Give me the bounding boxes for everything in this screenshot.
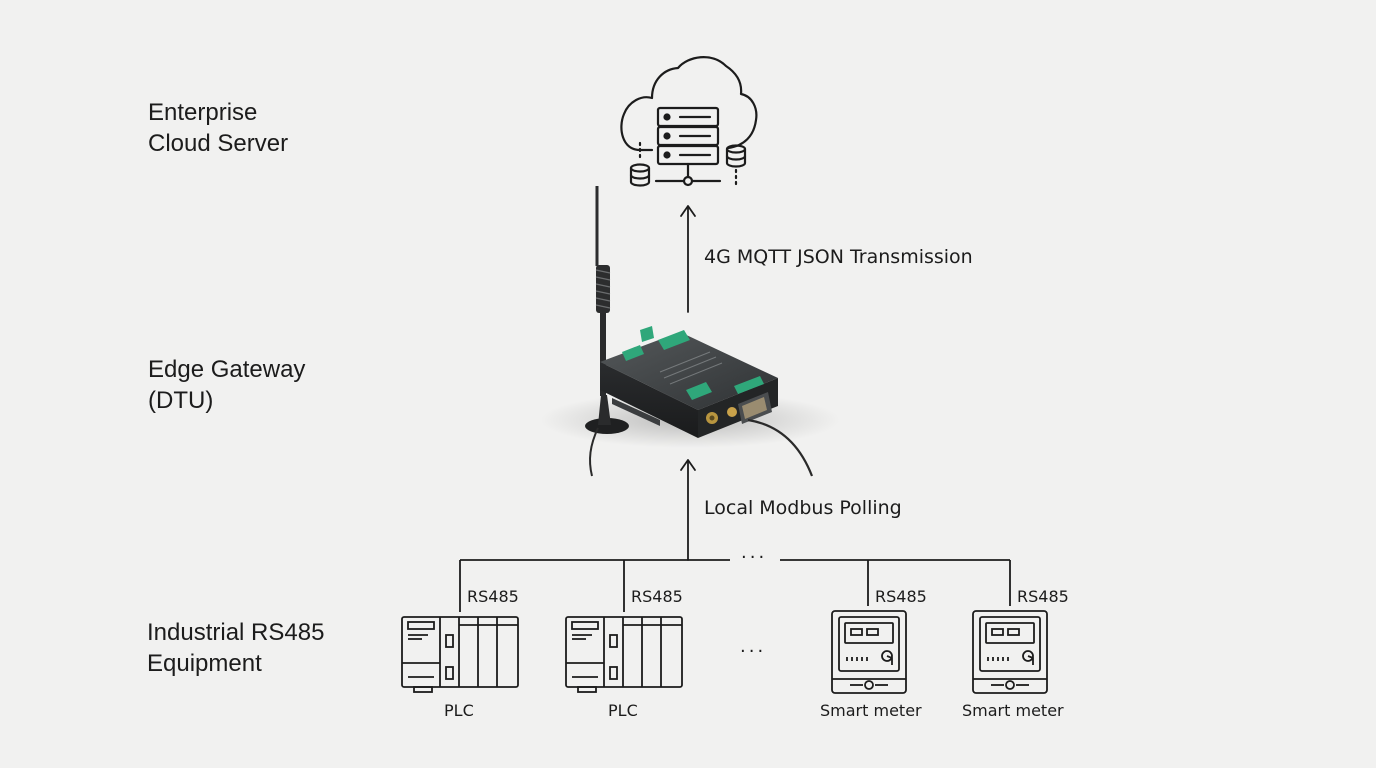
smart-meter-icon (831, 610, 907, 694)
sma-connector-icon (706, 407, 737, 424)
cloud-outline-icon (620, 56, 758, 152)
rs485-label: RS485 (875, 587, 927, 606)
cloud-server-icon (620, 56, 758, 190)
device-label-smart-meter: Smart meter (962, 701, 1064, 720)
uplink-label: 4G MQTT JSON Transmission (704, 246, 973, 268)
gateway-device-icon (540, 186, 840, 477)
uplink-arrow (680, 205, 696, 313)
plc-icon (565, 616, 683, 693)
local-polling-arrow (680, 459, 696, 561)
tier-label-line: Edge Gateway (148, 356, 306, 383)
plc-icon (401, 616, 519, 693)
device-label-plc: PLC (608, 701, 638, 720)
database-icon (629, 163, 651, 187)
tier-label-cloud: Enterprise Cloud Server (148, 97, 288, 159)
tier-label-line: Equipment (147, 650, 262, 677)
device-label-smart-meter: Smart meter (820, 701, 922, 720)
tier-label-line: (DTU) (148, 387, 214, 414)
tier-label-gateway: Edge Gateway (DTU) (148, 354, 305, 416)
tier-label-line: Cloud Server (148, 130, 289, 157)
tier-label-line: Industrial RS485 (147, 619, 325, 646)
rs485-label: RS485 (467, 587, 519, 606)
tier-label-line: Enterprise (148, 99, 258, 126)
smart-meter-icon (972, 610, 1048, 694)
rs485-label: RS485 (1017, 587, 1069, 606)
rs485-bus (459, 559, 1011, 612)
antenna-icon (585, 186, 629, 477)
device-ellipsis: ... (740, 636, 767, 657)
serial-port-icon (738, 392, 772, 424)
database-icon (725, 144, 747, 168)
bus-ellipsis: ... (741, 542, 768, 563)
rs485-label: RS485 (631, 587, 683, 606)
cable-icon (747, 418, 814, 477)
tier-label-equipment: Industrial RS485 Equipment (147, 617, 324, 679)
device-label-plc: PLC (444, 701, 474, 720)
local-polling-label: Local Modbus Polling (704, 497, 902, 519)
